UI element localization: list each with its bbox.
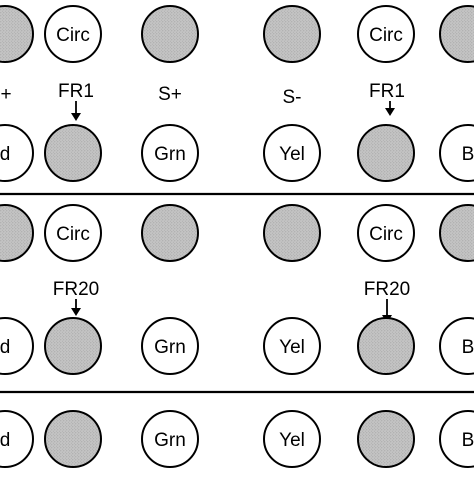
shaded-key-circle — [263, 5, 321, 63]
schedule-label-fr1-right: FR1 — [369, 81, 405, 102]
shaded-key — [44, 410, 102, 468]
open-key-circle — [141, 124, 199, 182]
arrow-down-icon — [71, 101, 81, 121]
shaded-key — [44, 317, 102, 375]
shaded-key-circle — [439, 204, 474, 262]
key-label: Yel — [279, 430, 305, 451]
labeled-key: d — [0, 410, 34, 468]
key-label: Circ — [56, 224, 90, 245]
shaded-key — [44, 124, 102, 182]
shaded-key-circle — [141, 204, 199, 262]
shaded-key — [357, 410, 415, 468]
open-key-circle — [439, 410, 474, 468]
key-label: Yel — [279, 144, 305, 165]
open-key-circle — [44, 5, 102, 63]
labeled-key: Circ — [44, 204, 102, 262]
shaded-key — [439, 5, 474, 63]
shaded-key-circle — [263, 204, 321, 262]
stimulus-label-s-minus: S- — [283, 87, 302, 108]
open-key-circle — [357, 5, 415, 63]
open-key-circle — [439, 317, 474, 375]
key-label: Grn — [154, 337, 186, 358]
shaded-key — [357, 317, 415, 375]
open-key-circle — [263, 317, 321, 375]
shaded-key — [439, 204, 474, 262]
labeled-key: Circ — [44, 5, 102, 63]
key-label: B — [462, 144, 474, 165]
open-key-circle — [141, 410, 199, 468]
shaded-key — [141, 204, 199, 262]
key-label: Yel — [279, 337, 305, 358]
open-key-circle — [0, 317, 34, 375]
open-key-circle — [141, 317, 199, 375]
shaded-key-circle — [44, 317, 102, 375]
key-label: d — [0, 337, 10, 358]
shaded-key — [141, 5, 199, 63]
stimulus-label-s-plus: S+ — [158, 84, 182, 105]
key-label: d — [0, 144, 10, 165]
shaded-key — [263, 5, 321, 63]
labeled-key: B — [439, 124, 474, 182]
shaded-key-circle — [0, 204, 34, 262]
arrow-down-icon — [385, 101, 395, 116]
shaded-key-circle — [439, 5, 474, 63]
open-key-circle — [357, 204, 415, 262]
shaded-key — [357, 124, 415, 182]
open-key-circle — [263, 410, 321, 468]
shaded-key-circle — [0, 5, 34, 63]
labeled-key: B — [439, 410, 474, 468]
key-label: Circ — [56, 25, 90, 46]
key-label: Circ — [369, 25, 403, 46]
labeled-key: B — [439, 317, 474, 375]
shaded-key — [0, 204, 34, 262]
arrow-down-icon — [71, 299, 81, 316]
shaded-key-circle — [44, 410, 102, 468]
schedule-label-fr1-left: FR1 — [58, 81, 94, 102]
shaded-key-circle — [44, 124, 102, 182]
labeled-key: Circ — [357, 204, 415, 262]
shaded-key — [263, 204, 321, 262]
key-label: d — [0, 430, 10, 451]
labeled-key: Grn — [141, 410, 199, 468]
open-key-circle — [439, 124, 474, 182]
shaded-key-circle — [357, 410, 415, 468]
labeled-key: Yel — [263, 124, 321, 182]
labeled-key: Grn — [141, 317, 199, 375]
labeled-key: Yel — [263, 410, 321, 468]
key-label: B — [462, 430, 474, 451]
open-key-circle — [0, 410, 34, 468]
schedule-label-fr20-left: FR20 — [53, 279, 99, 300]
shaded-key-circle — [357, 317, 415, 375]
key-label: Grn — [154, 144, 186, 165]
shaded-key-circle — [141, 5, 199, 63]
labeled-key: Yel — [263, 317, 321, 375]
open-key-circle — [263, 124, 321, 182]
labeled-key: Grn — [141, 124, 199, 182]
key-label: B — [462, 337, 474, 358]
key-label: Grn — [154, 430, 186, 451]
open-key-circle — [0, 124, 34, 182]
shaded-key-circle — [357, 124, 415, 182]
labeled-key: d — [0, 317, 34, 375]
response-label-plus: + — [0, 84, 11, 105]
labeled-key: Circ — [357, 5, 415, 63]
shaded-key — [0, 5, 34, 63]
open-key-circle — [44, 204, 102, 262]
key-label: Circ — [369, 224, 403, 245]
schedule-label-fr20-right: FR20 — [364, 279, 410, 300]
labeled-key: d — [0, 124, 34, 182]
